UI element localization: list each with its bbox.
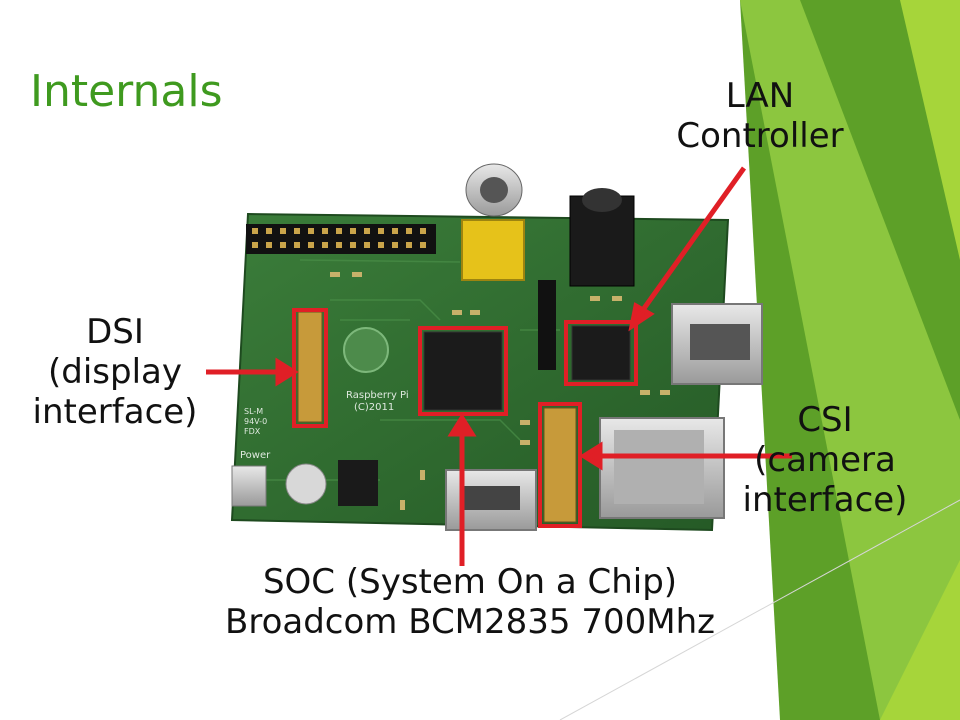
dsi-label-line2: (display [48,352,182,392]
arrow-lan-line [637,166,747,316]
soc-chip [423,331,503,411]
dsi-label-line1: DSI [86,312,144,352]
pointer-arrows [206,166,792,566]
highlight-csi [538,402,582,528]
arrow-dsi-head [275,357,299,387]
silkscreen-slm: 94V-0 [244,417,267,426]
slide-title: Internals [30,66,223,117]
lan-label-line1: LAN [725,76,795,116]
soc-label-line2: Broadcom BCM2835 700Mhz [225,602,715,642]
accent-light-panel [740,0,960,720]
rca-connector-base [461,219,525,281]
silkscreen-94v0: FDX [244,427,261,436]
csi-connector [543,407,577,523]
raspberry-logo [343,327,389,373]
soc-label-line1: SOC (System On a Chip) [262,562,678,602]
highlight-lan [564,320,638,386]
dsi-connector [297,311,323,423]
arrow-csi-head [579,441,603,471]
csi-label: CSI (camera interface) [730,400,920,520]
silkscreen-power: Power [240,450,271,461]
capacitor [285,463,327,505]
arrow-soc-head [447,413,477,437]
smd-components [330,272,670,510]
lan-controller-label: LAN Controller [660,76,860,156]
lan-label-line2: Controller [676,116,844,156]
soc-label: SOC (System On a Chip) Broadcom BCM2835 … [160,562,780,642]
csi-label-line1: CSI [797,400,853,440]
highlight-dsi [292,308,328,428]
silkscreen-copyright: (C)2011 [354,402,394,413]
highlight-boxes [292,308,638,528]
power-connector [231,465,267,507]
accent-lime-bottom [880,560,960,720]
csi-label-line2: (camera [754,440,896,480]
highlight-soc [418,326,508,416]
arrow-lan-head [628,302,655,332]
silkscreen-raspberry-pi: Raspberry Pi [346,390,409,401]
gpio-pins [252,228,426,248]
dsi-label-line3: interface) [32,392,198,432]
csi-label-line3: interface) [742,480,908,520]
accent-thin-line [559,499,960,720]
accent-lime-panel [900,0,960,260]
voltage-regulator [338,460,378,506]
dsi-label: DSI (display interface) [20,312,210,432]
silkscreen-e234156: SL-M [244,407,263,416]
jtag-header [538,280,556,370]
lan-chip [571,325,631,381]
